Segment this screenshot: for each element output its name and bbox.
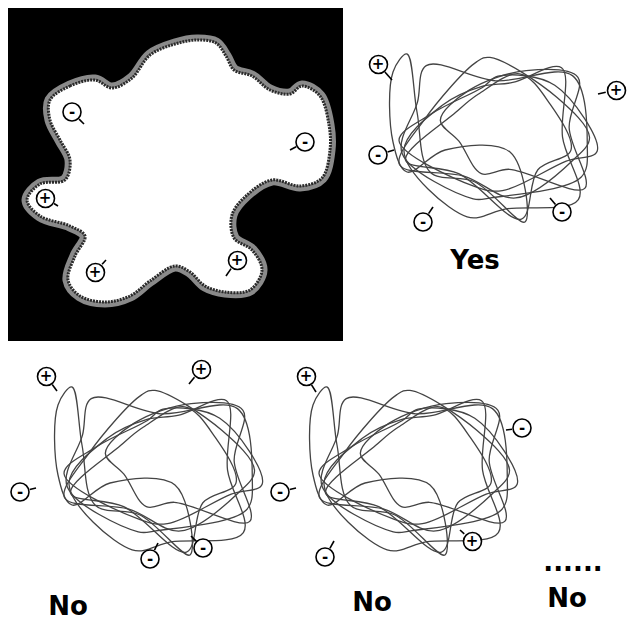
charge-circle: + xyxy=(296,366,317,387)
circle-shape xyxy=(296,133,314,151)
circle-shape xyxy=(141,550,159,568)
tangle-curve xyxy=(401,64,587,200)
leader-line xyxy=(429,207,433,214)
tangle-curve xyxy=(69,399,245,551)
circle-shape xyxy=(369,146,387,164)
charge-sign: - xyxy=(140,550,160,568)
leader-line xyxy=(506,428,512,430)
charge-circle: - xyxy=(512,418,532,438)
leader-line xyxy=(312,385,316,392)
charge-sign: - xyxy=(315,548,335,566)
leader-line xyxy=(30,488,36,490)
charge-sign: + xyxy=(36,367,57,385)
tangle-curve xyxy=(66,397,252,533)
charge-circle: - xyxy=(193,538,213,558)
charge-sign: + xyxy=(35,189,56,207)
charge-circle: + xyxy=(227,250,248,271)
charge-circle: - xyxy=(552,202,572,222)
answer-label: No xyxy=(352,587,392,617)
leader-line xyxy=(290,488,296,490)
charge-sign: - xyxy=(10,483,30,501)
tangle-curve xyxy=(105,402,251,523)
charge-sign: - xyxy=(193,539,213,557)
answer-label: No xyxy=(547,583,587,613)
charge-circle: + xyxy=(606,80,627,101)
leader-line xyxy=(102,260,106,264)
leader-line xyxy=(79,119,84,124)
leader-line xyxy=(54,204,58,206)
tangle-figures xyxy=(55,54,598,555)
charge-sign: - xyxy=(295,133,315,151)
circle-shape xyxy=(316,548,334,566)
answer-label: Yes xyxy=(450,245,500,275)
tangle-figure xyxy=(310,387,518,555)
leader-line xyxy=(52,384,57,391)
circle-shape xyxy=(553,203,571,221)
leader-lines xyxy=(30,72,606,550)
charge-sign: + xyxy=(606,81,627,99)
leader-line xyxy=(290,147,296,150)
charge-circle: - xyxy=(140,549,160,569)
tangle-curve xyxy=(440,69,586,190)
tangle-figure xyxy=(390,54,598,222)
charge-circle: - xyxy=(10,482,30,502)
charge-sign: - xyxy=(368,146,388,164)
charge-circle: + xyxy=(462,531,483,552)
answer-label: ...... xyxy=(543,547,602,577)
circle-shape xyxy=(11,483,29,501)
charge-sign: + xyxy=(227,251,248,269)
circle-shape xyxy=(414,213,432,231)
charge-sign: - xyxy=(413,213,433,231)
circle-shape xyxy=(63,103,81,121)
charge-sign: + xyxy=(191,360,212,378)
charge-circle: - xyxy=(368,145,388,165)
leader-line xyxy=(191,536,196,541)
blob-outline xyxy=(27,40,331,302)
leader-line xyxy=(154,543,158,550)
charge-circle: - xyxy=(295,132,315,152)
answer-label: No xyxy=(48,591,88,621)
leader-line xyxy=(226,269,231,276)
charge-sign: - xyxy=(552,203,572,221)
charge-sign: - xyxy=(62,103,82,121)
charge-circle: - xyxy=(315,547,335,567)
charge-sign: + xyxy=(462,532,483,550)
leader-line xyxy=(189,377,194,384)
tangle-curve xyxy=(405,74,571,220)
circle-shape xyxy=(513,419,531,437)
charge-circle: + xyxy=(36,366,57,387)
charge-circle: + xyxy=(85,262,106,283)
tangle-curve xyxy=(325,407,491,553)
tangle-curve xyxy=(404,66,580,218)
circle-shape xyxy=(271,483,289,501)
charge-sign: + xyxy=(85,263,106,281)
charge-circle: - xyxy=(62,102,82,122)
charge-sign: - xyxy=(512,419,532,437)
tangle-figure xyxy=(55,387,263,555)
tangle-curve xyxy=(324,399,500,551)
leader-line xyxy=(330,541,334,548)
charge-circle: + xyxy=(35,188,56,209)
tangle-curve xyxy=(321,397,507,533)
leader-line xyxy=(550,198,555,204)
charge-sign: + xyxy=(296,367,317,385)
charge-circle: + xyxy=(368,54,389,75)
black-panel xyxy=(8,8,343,341)
blob-shape xyxy=(27,40,331,302)
tangle-curve xyxy=(70,407,236,553)
circle-shape xyxy=(194,539,212,557)
charge-circle: + xyxy=(191,359,212,380)
tangle-curve xyxy=(360,402,506,523)
leader-line xyxy=(460,530,464,534)
leader-line xyxy=(598,92,606,94)
charge-sign: + xyxy=(368,55,389,73)
leader-line xyxy=(388,150,394,152)
charge-sign: - xyxy=(270,483,290,501)
blob-border xyxy=(27,40,331,302)
charge-circle: - xyxy=(413,212,433,232)
leader-line xyxy=(385,72,392,80)
charge-circle: - xyxy=(270,482,290,502)
